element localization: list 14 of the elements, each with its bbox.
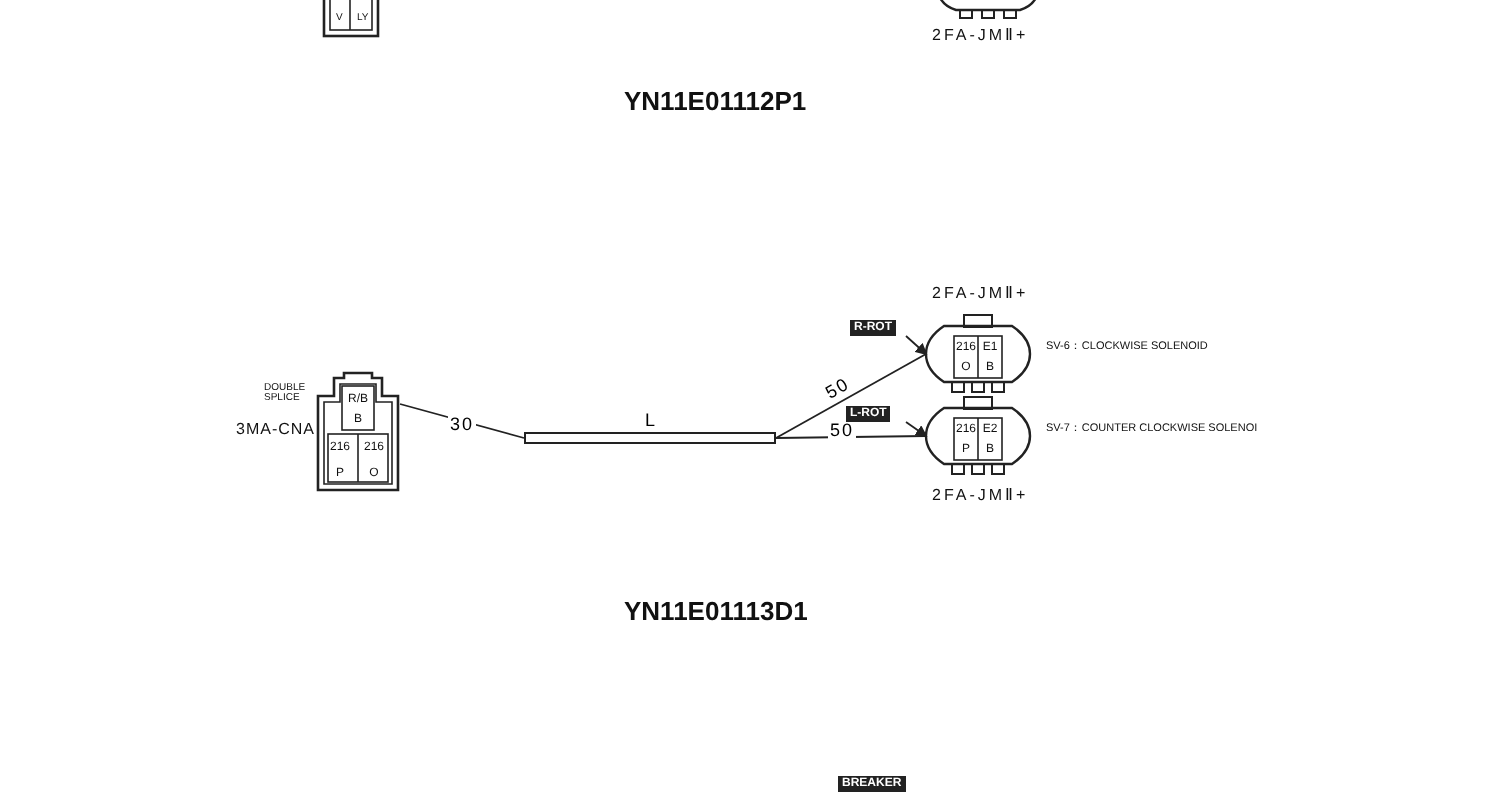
part-number: YN11E01113D1 [624,598,808,624]
leader-arrow [905,421,928,438]
connector-name: 2FA-JMⅡ+ [932,286,1029,302]
connector-name: 2FA-JMⅡ+ [932,28,1029,44]
wire [399,403,525,439]
connector-name: 3MA-CNA [236,422,316,438]
edge-label: 30 [448,416,477,434]
part-number: YN11E01112P1 [624,88,807,114]
tube-label: L [645,410,655,430]
edge-label: 50 [828,422,857,440]
wire [775,435,927,439]
connector-name: 2FA-JMⅡ+ [932,488,1029,504]
wire [775,353,927,439]
leader-arrow [905,335,928,356]
